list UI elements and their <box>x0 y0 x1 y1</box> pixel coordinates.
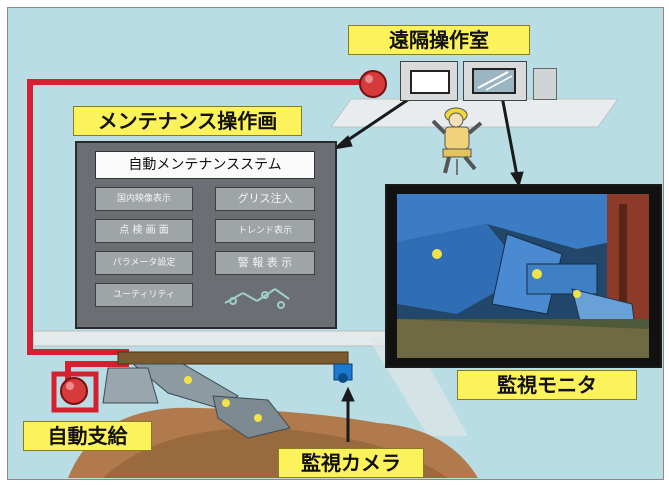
panel-machine-diagram-icon <box>224 288 290 309</box>
panel-button-grease[interactable]: グリス注入 <box>215 187 315 211</box>
operator-icon <box>431 107 483 175</box>
label-remote-room: 遠隔操作室 <box>348 25 530 55</box>
maintenance-panel: 自動メンテナンスステム 国内映像表示 グリス注入 点 検 画 面 トレンド表示 … <box>75 141 337 329</box>
panel-button-parameters[interactable]: パラメータ設定 <box>95 251 193 275</box>
control-room-screen-left <box>400 61 458 101</box>
panel-button-trend[interactable]: トレンド表示 <box>215 219 315 243</box>
camera-feed-image <box>397 194 649 358</box>
panel-button-inspection[interactable]: 点 検 画 面 <box>95 219 193 243</box>
label-maintenance-screen: メンテナンス操作画 <box>73 106 302 136</box>
control-room-desk <box>533 68 557 100</box>
panel-button-utility[interactable]: ユーティリティ <box>95 283 193 307</box>
label-monitor: 監視モニタ <box>457 370 637 400</box>
panel-button-video[interactable]: 国内映像表示 <box>95 187 193 211</box>
label-camera: 監視カメラ <box>278 448 424 478</box>
panel-button-alarm[interactable]: 警 報 表 示 <box>215 251 315 275</box>
surveillance-monitor <box>385 184 662 368</box>
label-auto-supply: 自動支給 <box>23 421 152 451</box>
panel-title: 自動メンテナンスステム <box>95 151 315 179</box>
control-room-screen-right <box>463 61 527 101</box>
diagram-frame: 自動メンテナンスステム 国内映像表示 グリス注入 点 検 画 面 トレンド表示 … <box>7 7 664 480</box>
scene-graphics <box>27 70 619 478</box>
